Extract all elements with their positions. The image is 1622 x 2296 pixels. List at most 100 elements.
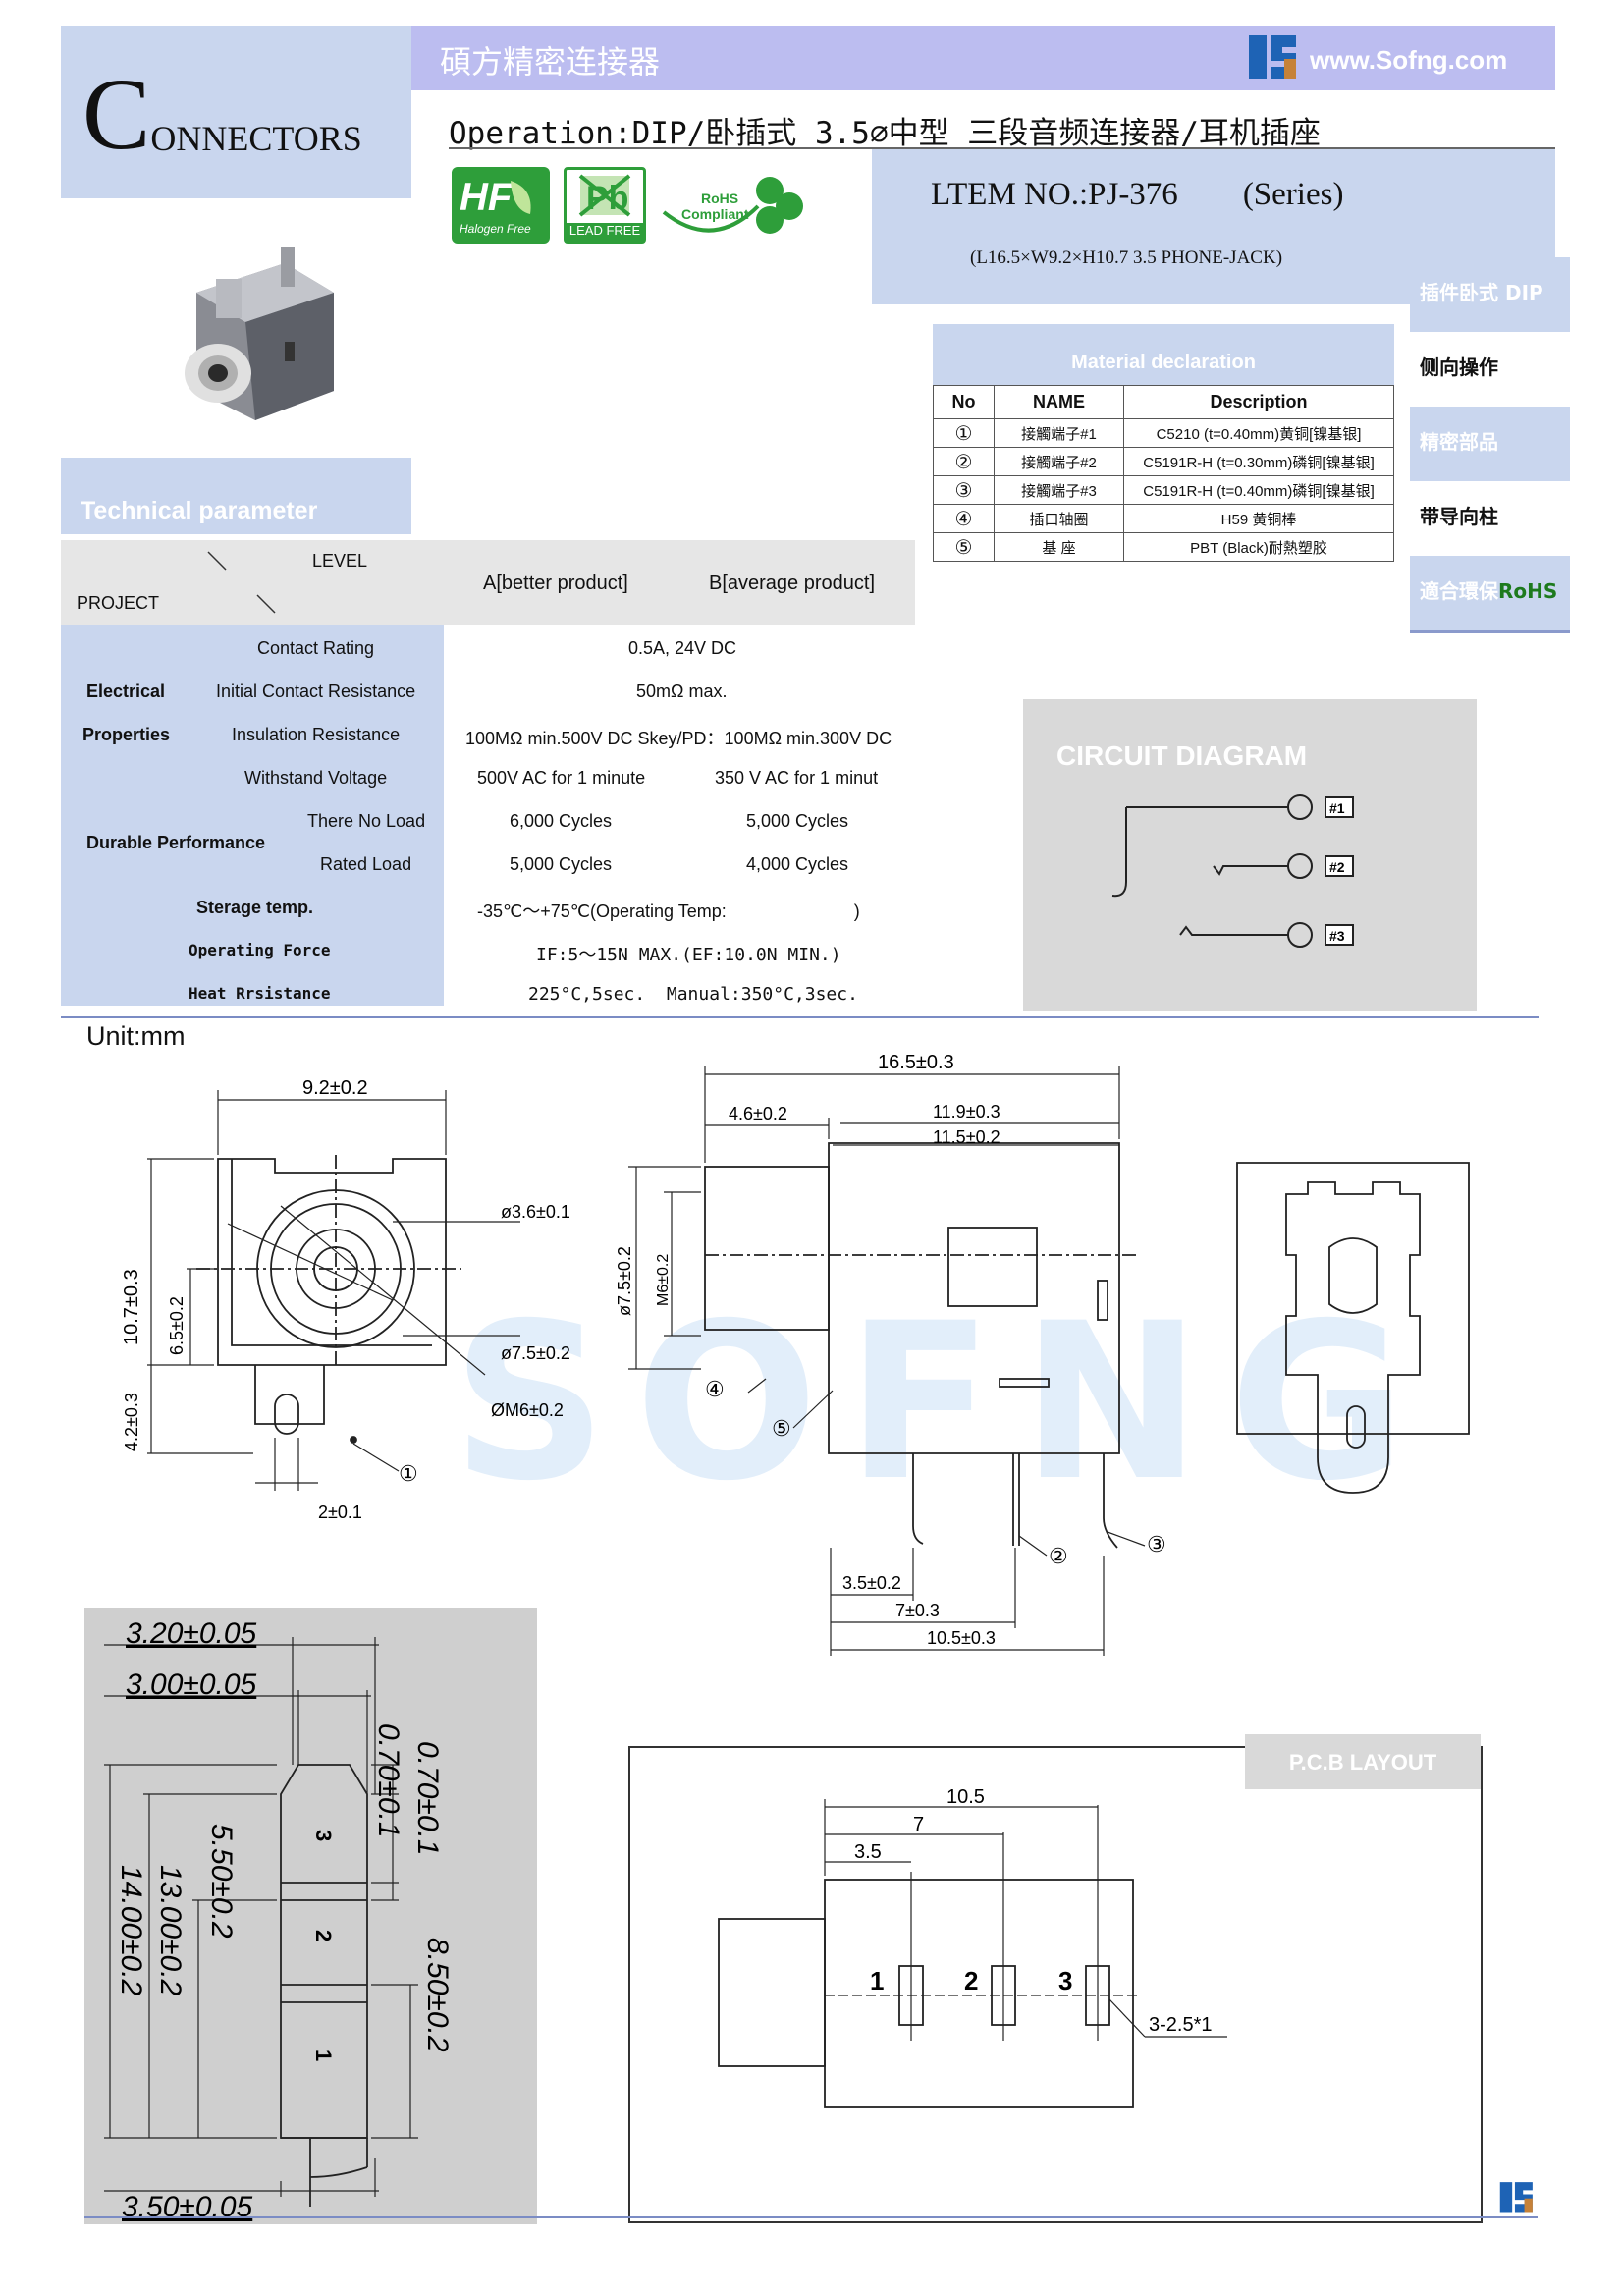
pcb-hole-note: 3-2.5*1 — [1149, 2014, 1213, 2036]
callout-3: ③ — [1147, 1532, 1166, 1557]
material-no: ① — [933, 418, 995, 448]
material-col-no: No — [933, 385, 995, 419]
pcb-layout-frame — [628, 1746, 1483, 2223]
material-name: 接觸端子#2 — [994, 447, 1124, 476]
pcb-pin-2: 2 — [964, 1966, 978, 1995]
pin-detail-box — [84, 1608, 537, 2224]
group-electrical: Electrical — [86, 682, 166, 701]
company-name: 碩方精密连接器 — [440, 43, 661, 81]
lead-free-label: LEAD FREE — [567, 223, 643, 241]
material-title: Material declaration — [933, 324, 1394, 385]
footer-logo-icon — [1499, 2182, 1533, 2213]
tech-title: Technical parameter — [81, 497, 318, 524]
rated-load-label: Rated Load — [320, 854, 412, 874]
circuit-diagram: #1 #2 #3 — [1111, 794, 1354, 948]
circuit-pin-3: #3 — [1329, 928, 1345, 944]
sofng-logo-icon — [1249, 35, 1296, 79]
rated-load-b-value: 4,000 Cycles — [746, 854, 849, 874]
logo-block — [61, 26, 411, 198]
material-no: ⑤ — [933, 532, 995, 562]
dim-d36: ø3.6±0.1 — [501, 1202, 570, 1222]
material-name: 接觸端子#3 — [994, 475, 1124, 505]
side-dim-nose: 4.6±0.2 — [729, 1104, 787, 1123]
rohs-badge: RoHS Compliant — [660, 173, 807, 244]
circuit-pin-2: #2 — [1329, 859, 1345, 875]
side-dim-p35: 3.5±0.2 — [842, 1573, 901, 1593]
callout-5: ⑤ — [772, 1416, 791, 1441]
callout-2: ② — [1049, 1544, 1068, 1568]
operation-title: Operation:DIP/卧插式 3.5∅中型 三段音频连接器/耳机插座 — [449, 116, 1321, 151]
heat-label: Heat Rrsistance — [189, 984, 331, 1003]
material-name: 插口轴圈 — [994, 504, 1124, 533]
halogen-free-label: Halogen Free — [460, 222, 531, 236]
operating-force-value: IF:5～15N MAX.(EF:10.0N MIN.) — [536, 945, 841, 965]
side-dim-total: 16.5±0.3 — [878, 1052, 954, 1073]
dim-width: 9.2±0.2 — [302, 1077, 368, 1099]
side-tab-dip: 插件卧式 DIP — [1410, 257, 1570, 335]
withstand-a-value: 500V AC for 1 minute — [477, 768, 646, 788]
material-desc: H59 黄铜棒 — [1123, 504, 1394, 533]
connectors-logo: CONNECTORS — [82, 58, 362, 171]
material-no: ④ — [933, 504, 995, 533]
lead-free-badge: Pb LEAD FREE — [564, 167, 646, 244]
title-underline — [449, 147, 1555, 149]
tech-header-block — [61, 458, 411, 534]
level-label: LEVEL — [312, 551, 368, 571]
side-view-drawing: 16.5±0.3 4.6±0.2 11.9±0.3 11.5±0.2 ø7.5±… — [615, 1052, 1166, 1656]
col-b-header: B[average product] — [709, 573, 875, 594]
front-view-drawing: 9.2±0.2 10.7±0.3 6.5±0.2 4.2±0.3 2±0.1 ø… — [121, 1077, 570, 1522]
pin-dim-850: 8.50±0.2 — [421, 1938, 454, 2052]
pcb-dim-35: 3.5 — [854, 1841, 882, 1863]
product-photo — [185, 247, 334, 420]
circuit-pin-1: #1 — [1329, 800, 1345, 816]
side-dim-115: 11.5±0.2 — [933, 1127, 1000, 1147]
withstand-b-value: 350 V AC for 1 minut — [715, 768, 879, 788]
halogen-free-icon: HF — [460, 176, 531, 219]
side-tab-side-operation: 侧向操作 — [1410, 332, 1570, 410]
rohs-clover-icon — [662, 177, 803, 234]
dim-m6: ØM6±0.2 — [491, 1400, 564, 1420]
side-dim-m6: M6±0.2 — [655, 1254, 672, 1306]
pcb-pin-3: 3 — [1058, 1966, 1072, 1995]
footer-divider — [84, 2216, 1538, 2218]
circuit-box — [1023, 699, 1477, 1011]
tech-header-row — [61, 540, 915, 625]
no-load-label: There No Load — [307, 811, 426, 831]
material-name: 基 座 — [994, 532, 1124, 562]
dim-center: 6.5±0.2 — [167, 1296, 187, 1355]
circuit-title: CIRCUIT DIAGRAM — [1056, 740, 1308, 771]
material-col-desc: Description — [1123, 385, 1394, 419]
side-dim-119: 11.9±0.3 — [933, 1102, 1000, 1121]
dim-d75: ø7.5±0.2 — [501, 1343, 570, 1363]
side-dim-p105: 10.5±0.3 — [927, 1628, 996, 1648]
website-link[interactable]: www.Sofng.com — [1310, 45, 1508, 75]
group-properties: Properties — [82, 725, 171, 744]
side-tab-rohs: 適合環保RoHS — [1410, 556, 1570, 633]
insulation-label: Insulation Resistance — [232, 725, 401, 744]
pin-dim-320: 3.20±0.05 — [126, 1617, 257, 1650]
pcb-pin-1: 1 — [870, 1966, 884, 1995]
callout-1: ① — [399, 1461, 418, 1486]
operating-force-label: Operating Force — [189, 941, 331, 959]
material-desc: C5191R-H (t=0.40mm)磷铜[镍基银] — [1123, 475, 1394, 505]
pin-dim-1400: 14.00±0.2 — [115, 1865, 147, 1996]
pin-detail-drawing: 3.20±0.05 3.00±0.05 3.50±0.05 14.00±0.2 … — [104, 1617, 454, 2223]
material-no: ② — [933, 447, 995, 476]
lead-free-icon: Pb — [578, 174, 631, 217]
pin-dim-070b: 0.70±0.1 — [411, 1741, 444, 1856]
material-desc: C5191R-H (t=0.30mm)磷铜[镍基银] — [1123, 447, 1394, 476]
rohs-label: RoHS — [701, 191, 739, 206]
rated-load-a-value: 5,000 Cycles — [510, 854, 613, 874]
heat-value: 225°C,5sec. Manual:350°C,3sec. — [528, 984, 858, 1005]
material-desc: PBT (Black)耐熱塑胶 — [1123, 532, 1394, 562]
dim-height: 10.7±0.3 — [121, 1269, 142, 1345]
dim-lead: 4.2±0.3 — [122, 1393, 141, 1451]
pin-dim-300: 3.00±0.05 — [126, 1668, 257, 1701]
pin-dim-1300: 13.00±0.2 — [154, 1865, 187, 1996]
no-load-a-value: 6,000 Cycles — [510, 811, 613, 831]
pcb-dim-105: 10.5 — [946, 1786, 985, 1808]
